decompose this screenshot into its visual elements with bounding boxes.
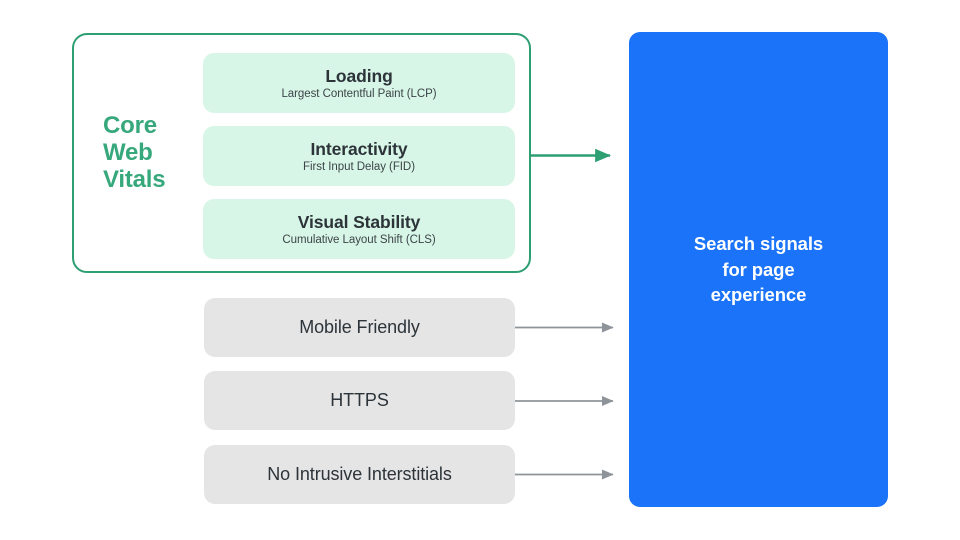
signal-label: Mobile Friendly: [299, 317, 420, 337]
metric-box-loading[interactable]: Loading Largest Contentful Paint (LCP): [203, 53, 515, 113]
cwv-label-line-3: Vitals: [103, 166, 166, 194]
signal-label: No Intrusive Interstitials: [267, 464, 452, 484]
core-web-vitals-group: [72, 33, 531, 273]
search-signals-panel-text: Search signals for page experience: [676, 231, 841, 308]
cwv-label-line-2: Web: [103, 139, 153, 167]
cwv-label-line-1: Core: [103, 112, 157, 139]
metric-subtitle: First Input Delay (FID): [303, 161, 415, 174]
metric-subtitle: Largest Contentful Paint (LCP): [281, 88, 437, 101]
metric-subtitle: Cumulative Layout Shift (CLS): [282, 234, 436, 247]
search-signals-line-2: for page: [722, 258, 795, 280]
metric-title: Interactivity: [310, 138, 408, 159]
metric-box-interactivity[interactable]: Interactivity First Input Delay (FID): [203, 126, 515, 186]
signal-box-no-intrusive-interstitials[interactable]: No Intrusive Interstitials: [204, 445, 515, 504]
metric-box-visual-stability[interactable]: Visual Stability Cumulative Layout Shift…: [203, 199, 515, 259]
search-signals-panel[interactable]: Search signals for page experience: [629, 32, 888, 507]
core-web-vitals-group-label: Core Web Vitals: [103, 112, 198, 193]
signal-label: HTTPS: [330, 390, 389, 410]
signal-box-https[interactable]: HTTPS: [204, 371, 515, 430]
search-signals-line-1: Search signals: [693, 233, 824, 255]
metric-title: Loading: [325, 65, 393, 86]
metric-title: Visual Stability: [297, 211, 421, 232]
signal-box-mobile-friendly[interactable]: Mobile Friendly: [204, 298, 515, 357]
search-signals-line-3: experience: [710, 284, 807, 306]
